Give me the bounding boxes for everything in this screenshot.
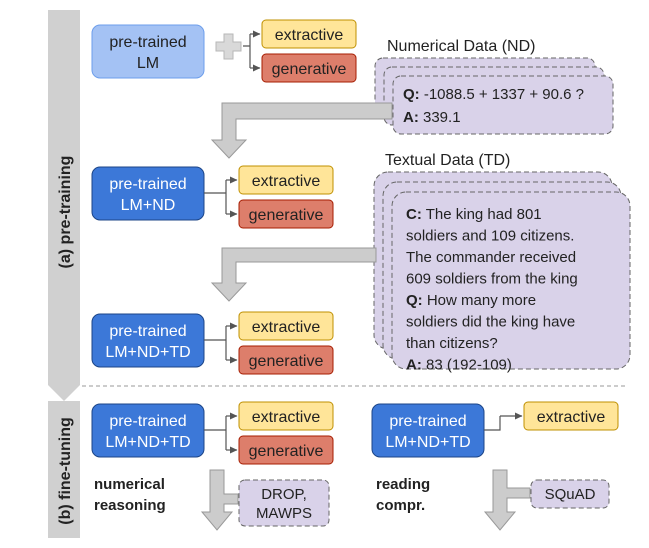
td-line: The commander received [406,249,576,266]
td-line: soldiers and 109 citizens. [406,228,574,245]
stage1-generative-label: generative [272,61,347,78]
td-text-lines: C: The king had 801 soldiers and 109 citi… [406,206,578,374]
finetune-right-extractive-label: extractive [537,409,606,426]
finetune-left-data-arrow [200,469,239,531]
stage2-branch-connector [204,180,227,214]
finetune-right-model-label-line1: pre-trained [389,413,466,430]
stage3-extractive-label: extractive [252,319,321,336]
finetune-left-task-line2: reasoning [94,497,166,514]
pretrained-lm-label-line2: LM [137,55,159,72]
finetune-left-model-label-line2: LM+ND+TD [105,434,190,451]
stage2-extractive-label: extractive [252,173,321,190]
nd-question: Q: -1088.5 + 1337 + 90.6 ? [403,86,584,103]
td-line: C: The king had 801 [406,206,542,223]
pretrained-lm-box [91,24,205,79]
td-line: Q: How many more [406,292,536,309]
stage1-extractive-label: extractive [275,27,344,44]
finetune-left-task-line1: numerical [94,476,165,493]
pretrained-lm-nd-label-line2: LM+ND [121,197,176,214]
numerical-data-title: Numerical Data (ND) [387,38,535,55]
finetune-right-connector [484,416,501,431]
stage3-generative-box [238,345,334,375]
stage1-extractive-box [261,19,357,49]
stage1-branch-connector [243,34,251,68]
finetune-left-extractive-label: extractive [252,409,321,426]
stage2-to-stage3-arrow [210,247,377,302]
textual-data-title: Textual Data (TD) [385,152,510,169]
finetune-left-datasets-box [238,479,330,527]
td-line: A: 83 (192-109) [406,357,512,374]
stage2-extractive-box [238,165,334,195]
finetune-right-task-line1: reading [376,476,430,493]
nd-answer: A: 339.1 [403,109,461,126]
pretrained-lm-label-line1: pre-trained [109,34,186,51]
stage3-extractive-box [238,311,334,341]
finetune-right-model-label-line2: LM+ND+TD [385,434,470,451]
stage2-generative-box [238,199,334,229]
side-bar-lower [48,401,80,538]
finetune-right-data-arrow [483,469,531,531]
pretrained-lm-nd-td-label-line2: LM+ND+TD [105,344,190,361]
finetune-left-branch-connector [204,416,227,450]
finetune-left-dataset-mawps: MAWPS [256,505,312,522]
finetune-left-dataset-drop: DROP, [261,486,307,503]
finetune-right-task-line2: compr. [376,497,425,514]
finetune-left-model-label-line1: pre-trained [109,413,186,430]
finetune-right-extractive-box [523,401,619,431]
pretrained-lm-nd-td-label-line1: pre-trained [109,323,186,340]
nd-card-front [392,75,614,135]
side-bar [48,10,80,401]
stage1-generative-box [261,53,357,83]
finetuning-side-label: (b) fine-tuning [57,417,74,525]
stage3-generative-label: generative [249,353,324,370]
td-line: than citizens? [406,335,498,352]
finetune-left-generative-box [238,435,334,465]
finetune-left-extractive-box [238,401,334,431]
td-line: 609 soldiers from the king [406,271,578,288]
finetune-left-generative-label: generative [249,443,324,460]
plus-icon [215,33,242,60]
finetune-right-dataset-squad: SQuAD [545,486,596,503]
pretrained-lm-nd-label-line1: pre-trained [109,176,186,193]
pretraining-side-label: (a) pre-training [57,156,74,269]
finetune-right-datasets-box [530,479,610,509]
stage2-generative-label: generative [249,207,324,224]
stage3-branch-connector [204,326,227,360]
stage1-to-stage2-arrow [210,102,393,159]
td-card-front [391,191,631,370]
td-line: soldiers did the king have [406,314,575,331]
